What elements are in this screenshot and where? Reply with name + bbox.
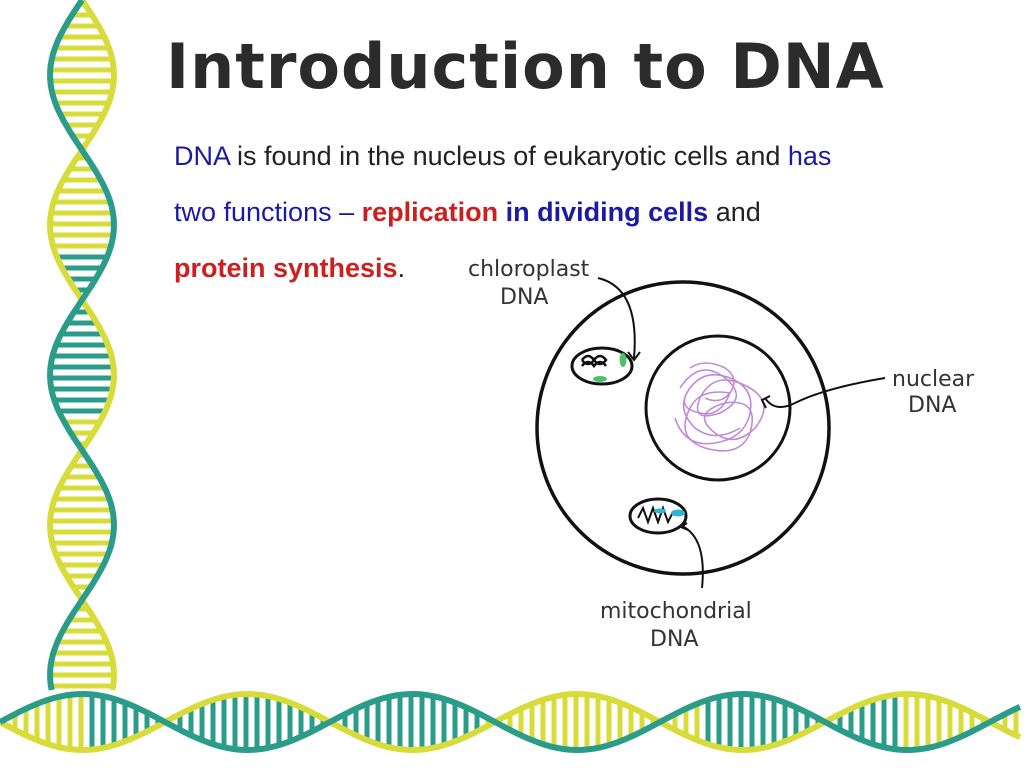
term-has: has: [787, 141, 832, 171]
cell-diagram: chloroplast DNA nuclear DNA mitochondria…: [468, 257, 975, 652]
chloroplast-arrowhead-icon: [627, 351, 641, 362]
label-chloroplast-dna: DNA: [500, 285, 548, 310]
body-text-3: and: [708, 197, 761, 227]
cell-membrane: [535, 280, 831, 576]
mitochondrion-cristae-icon: [637, 505, 674, 525]
mitochondrial-dna-icon: [671, 509, 685, 517]
label-chloroplast: chloroplast: [468, 257, 590, 282]
mitochondrial-dna-spot-icon: [654, 508, 666, 514]
nuclear-arrowhead-icon: [760, 395, 771, 409]
helix-strand: [47, 0, 117, 691]
mito-arrow: [681, 525, 704, 589]
body-paragraph: DNA is found in the nucleus of eukaryoti…: [174, 128, 974, 296]
body-space: [498, 197, 506, 227]
body-text-1: is found in the nucleus of eukaryotic ce…: [229, 141, 788, 171]
chloroplast-arrow: [597, 277, 636, 359]
body-period: .: [397, 253, 406, 283]
term-dna: DNA: [174, 141, 230, 171]
helix-strand: [47, 0, 117, 691]
term-protein-synthesis: protein synthesis: [174, 253, 398, 283]
mito-arrowhead-icon: [678, 522, 689, 531]
label-nuclear-dna: DNA: [908, 393, 956, 418]
chloroplast-dna-icon: [619, 353, 627, 367]
helix-strand: [0, 690, 1022, 754]
helix-strand: [0, 690, 1022, 754]
body-text-2: two functions –: [174, 197, 362, 227]
term-replication: replication: [361, 197, 499, 227]
label-mitochondrial: mitochondrial: [600, 599, 752, 624]
label-mitochondrial-dna: DNA: [650, 627, 698, 652]
chloroplast-thylakoid-icon: [581, 354, 608, 369]
label-nuclear: nuclear: [892, 367, 975, 392]
nuclear-arrow: [764, 377, 886, 408]
nucleus: [644, 334, 792, 482]
chloroplast-dna-spot-icon: [593, 376, 607, 382]
slide-title: Introduction to DNA: [166, 30, 885, 103]
term-dividing-cells: in dividing cells: [505, 197, 709, 227]
chloroplast: [570, 346, 634, 386]
mitochondrion: [628, 497, 688, 535]
nuclear-dna-icon: [674, 362, 765, 452]
